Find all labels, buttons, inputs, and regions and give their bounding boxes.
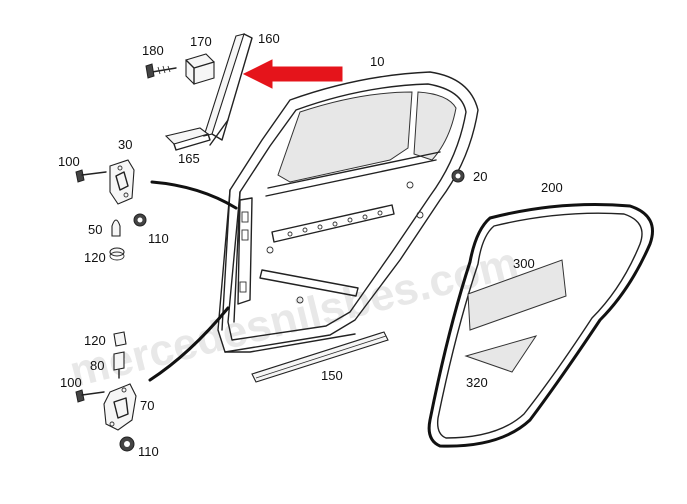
lower-hinge — [103, 383, 137, 431]
screw-100-top — [75, 169, 107, 183]
callout-160: 160 — [258, 31, 280, 46]
callout-150: 150 — [321, 368, 343, 383]
door-window-front — [277, 91, 413, 183]
leader-upper-hinge — [150, 180, 238, 210]
upper-hinge — [109, 159, 135, 205]
callout-165: 165 — [178, 151, 200, 166]
grommet-20 — [451, 169, 465, 183]
bolt-80 — [113, 351, 125, 379]
callout-300: 300 — [513, 256, 535, 271]
washer-120-top — [109, 247, 125, 261]
callout-110-bottom: 110 — [138, 444, 159, 459]
trim-clip — [185, 53, 215, 85]
callout-70: 70 — [140, 398, 154, 413]
reinforcement-holes — [287, 210, 383, 237]
door-seal — [427, 203, 654, 448]
foil-300 — [467, 259, 567, 331]
callout-80: 80 — [90, 358, 104, 373]
callout-170: 170 — [190, 34, 212, 49]
callout-120-bottom: 120 — [84, 333, 106, 348]
bolt-120-bottom — [113, 331, 127, 347]
callout-320: 320 — [466, 375, 488, 390]
bolt-50 — [111, 219, 121, 237]
callout-120-top: 120 — [84, 250, 106, 265]
foil-320 — [464, 335, 538, 373]
screw-100-bottom — [75, 389, 105, 403]
callout-20: 20 — [473, 169, 487, 184]
callout-180: 180 — [142, 43, 164, 58]
bracket-165 — [164, 127, 211, 151]
nut-110-top — [133, 213, 147, 227]
screw-180 — [145, 63, 177, 79]
callout-50: 50 — [88, 222, 102, 237]
callout-100-bottom: 100 — [60, 375, 82, 390]
door-shell — [217, 71, 479, 353]
sill-trim — [251, 331, 389, 383]
callout-110-top: 110 — [148, 231, 169, 246]
callout-100-top: 100 — [58, 154, 80, 169]
callout-10: 10 — [370, 54, 384, 69]
nut-110-bottom — [119, 436, 135, 452]
callout-200: 200 — [541, 180, 563, 195]
door-window-rear — [413, 91, 457, 161]
red-arrow — [242, 59, 343, 89]
window-channel-trim — [203, 33, 253, 146]
leader-lower-hinge — [148, 306, 230, 382]
callout-30: 30 — [118, 137, 132, 152]
